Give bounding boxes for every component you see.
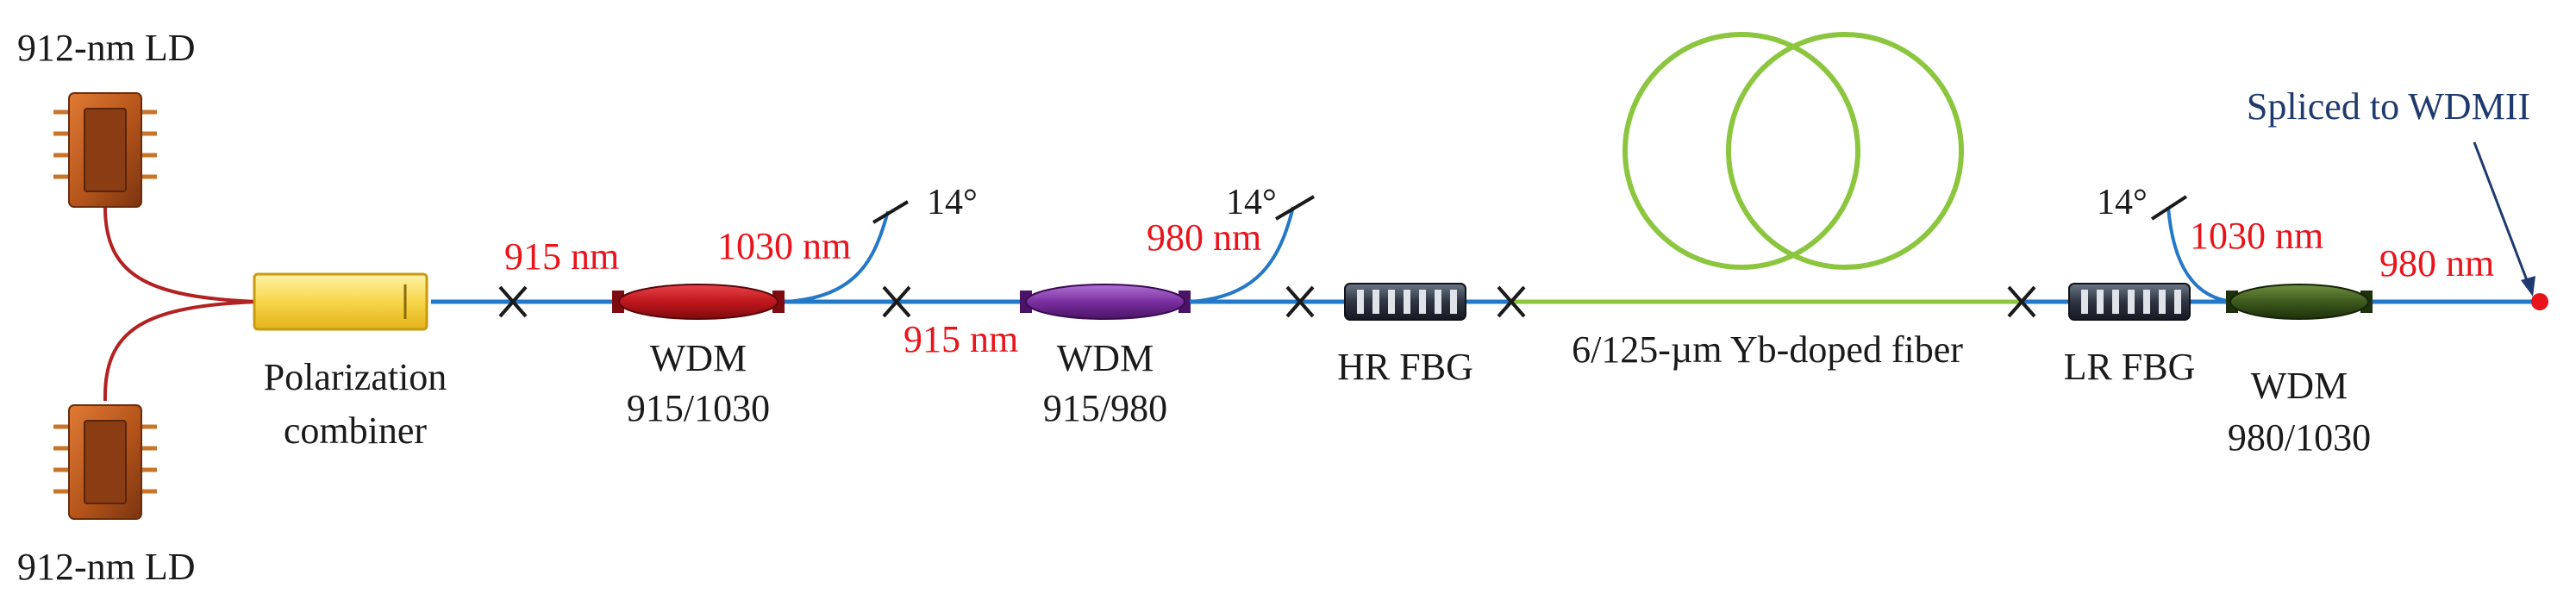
pump-fiber-bottom [103,300,259,402]
angle-label-1: 14° [927,183,978,222]
wdm3-label-line1: WDM [2251,365,2348,407]
angle-cleave-3-icon [2150,195,2188,221]
splice-mark-2-icon [882,285,911,318]
lr-fbg-label: LR FBG [2064,346,2196,388]
wavelength-915-a: 915 nm [504,235,619,278]
pump-fiber-top [103,202,259,303]
splice-mark-1-icon [498,285,528,318]
wdm3-label-line2: 980/1030 [2228,416,2371,459]
wavelength-980-b: 980 nm [2379,242,2494,284]
laser-diode-bottom-icon [53,404,157,520]
output-arrowhead-icon [2521,276,2535,297]
wavelength-1030-b: 1030 nm [2190,215,2323,257]
wdm2-label-line2: 915/980 [1043,387,1167,429]
tap-fiber-980 [1189,206,1295,303]
wdm-915-980-icon [1020,284,1191,320]
splice-marks [498,285,2036,318]
wdm-980-1030-icon [2226,284,2373,320]
output-end-dot-icon [2531,293,2548,310]
angle-cleave-2-icon [1274,195,1316,221]
tap-fiber-1030 [784,210,890,303]
combiner-label-line2: combiner [284,409,428,452]
splice-mark-5-icon [2007,285,2036,318]
tap-fiber-1030-output [2166,206,2234,303]
laser-diode-top-icon [53,92,157,208]
angle-label-3: 14° [2097,183,2148,222]
wavelength-915-b: 915 nm [903,318,1018,360]
output-arrow-icon [2473,141,2531,288]
polarization-combiner-icon [253,272,428,331]
gain-fiber-coil [1623,32,1964,270]
wdm1-label-line1: WDM [650,337,747,379]
hr-fbg-label: HR FBG [1337,346,1473,388]
splice-mark-4-icon [1497,285,1526,318]
hr-fbg-icon [1344,283,1466,321]
output-label: Spliced to WDMII [2247,85,2530,128]
splice-mark-3-icon [1285,285,1315,318]
wdm2-label-line1: WDM [1057,337,1154,379]
wavelength-980-a: 980 nm [1147,216,1261,259]
lr-fbg-icon [2068,283,2191,321]
combiner-label-line1: Polarization [264,356,447,398]
laser-top-label: 912-nm LD [17,27,196,69]
wavelength-1030-a: 1030 nm [717,225,851,267]
wdm-915-1030-icon [612,284,785,320]
wdm1-label-line2: 915/1030 [627,387,770,429]
laser-bottom-label: 912-nm LD [17,546,196,588]
angle-label-2: 14° [1226,183,1277,222]
gain-fiber-label: 6/125-µm Yb-doped fiber [1572,328,1963,371]
angle-cleave-1-icon [872,200,910,224]
